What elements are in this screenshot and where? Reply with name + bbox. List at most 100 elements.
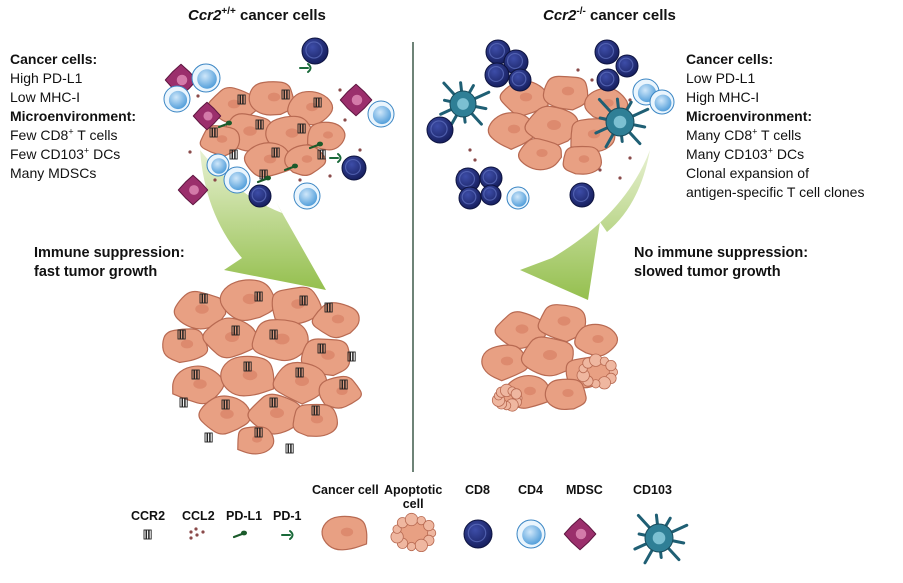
cd8-t-cell <box>426 116 454 144</box>
cancer-cell <box>321 515 368 551</box>
cancer-cell <box>542 75 589 111</box>
left-outcome-line-2: fast tumor growth <box>34 264 158 280</box>
ccr2-receptor <box>204 432 213 443</box>
mdsc-cell <box>339 83 373 117</box>
cd4-t-cell <box>163 85 191 113</box>
pd-l1-ligand <box>232 530 247 539</box>
apoptotic-cell <box>576 353 619 390</box>
apoptotic-cell <box>491 383 523 412</box>
cancer-cell <box>199 125 241 157</box>
ccl2-chemokine <box>328 174 332 178</box>
ccl2-chemokine <box>618 176 622 180</box>
left-large-tumor <box>162 279 362 455</box>
cd8-t-cell <box>508 68 532 92</box>
left-phenotype-line-6: Many MDSCs <box>10 165 97 181</box>
cancer-cell <box>247 393 304 435</box>
cancer-cell <box>198 395 252 435</box>
right-tumor-cluster <box>426 39 675 210</box>
ccr2-receptor <box>339 379 348 390</box>
cd4-t-cell <box>506 186 530 210</box>
ccr2-receptor <box>143 529 152 540</box>
cancer-cell <box>520 336 574 377</box>
cancer-cell <box>537 304 587 343</box>
right-outcome: No immune suppression: slowed tumor grow… <box>634 244 808 282</box>
left-phenotype-line-1: High PD-L1 <box>10 70 83 86</box>
ccl2-chemokine <box>195 533 199 537</box>
ccr2-receptor <box>254 427 263 438</box>
apoptotic-cell <box>390 512 437 553</box>
left-phenotype-line-4: Few CD8+ T cells <box>10 126 118 143</box>
cancer-cell <box>202 317 258 359</box>
cd8-t-cell <box>341 155 367 181</box>
ccl2-chemokine <box>194 527 198 531</box>
cd8-t-cell <box>569 182 595 208</box>
ccr2-receptor <box>271 147 280 158</box>
cancer-cell <box>292 403 339 437</box>
cancer-cell <box>172 365 225 405</box>
ccl2-chemokine <box>590 78 594 82</box>
legend-label-ccr2: CCR2 <box>131 509 166 523</box>
cancer-cell <box>284 144 327 177</box>
cd4-t-cell <box>206 153 230 177</box>
ccr2-receptor <box>231 325 240 336</box>
cd103-dendritic-cell <box>594 97 650 149</box>
cd4-t-cell <box>191 63 221 93</box>
cancer-cell <box>271 286 322 325</box>
mdsc-cell <box>177 174 209 206</box>
left-outcome-line-1: Immune suppression: <box>34 245 185 261</box>
cd103-dendritic-cell <box>633 513 689 565</box>
ccr2-receptor <box>221 399 230 410</box>
cd103-dendritic-cell <box>439 81 491 129</box>
left-phenotype-line-2: Low MHC-I <box>10 89 81 105</box>
cd8-t-cell <box>248 184 272 208</box>
ccr2-receptor <box>313 97 322 108</box>
ccr2-receptor <box>199 293 208 304</box>
cancer-cell <box>570 118 616 153</box>
right-small-tumor <box>481 304 619 412</box>
ccl2-chemokine <box>338 88 342 92</box>
right-growth-arrow <box>520 150 650 300</box>
right-phenotype-line-6: Clonal expansion of <box>686 165 809 181</box>
cd4-t-cell <box>293 182 321 210</box>
cancer-cell <box>306 121 346 151</box>
legend-label-pd1: PD-1 <box>273 509 302 523</box>
cd8-t-cell <box>480 184 502 206</box>
ccr2-receptor <box>269 397 278 408</box>
ccl2-chemokine <box>343 118 347 122</box>
cd4-t-cell <box>367 100 395 128</box>
ccr2-receptor <box>179 397 188 408</box>
right-phenotype-line-0: Cancer cells: <box>686 51 774 67</box>
cd4-t-cell <box>223 166 251 194</box>
pd-1-receptor <box>299 63 312 73</box>
cancer-cell <box>481 344 529 382</box>
ccr2-receptor <box>255 119 264 130</box>
right-outcome-line-1: No immune suppression: <box>634 245 809 261</box>
ccl2-chemokine <box>468 148 472 152</box>
ccr2-receptor <box>299 295 308 306</box>
ccl2-chemokine <box>628 156 632 160</box>
cancer-cell <box>162 328 209 364</box>
ccr2-receptor <box>209 127 218 138</box>
cd8-t-cell <box>301 37 329 65</box>
cancer-cell <box>494 311 546 350</box>
right-phenotype-line-5: Many CD103+ DCs <box>686 145 805 162</box>
ccl2-chemokine <box>213 178 217 182</box>
cd4-t-cell <box>649 89 675 115</box>
cd4-t-cell <box>516 519 546 549</box>
ccr2-receptor <box>317 149 326 160</box>
legend-label-mdsc: MDSC <box>566 483 603 497</box>
pd-l1-ligand <box>308 141 323 150</box>
ccr2-receptor <box>317 343 326 354</box>
ccr2-receptor <box>229 149 238 160</box>
ccr2-receptor <box>295 367 304 378</box>
right-phenotype-line-7: antigen-specific T cell clones <box>686 184 865 200</box>
right-outcome-line-2: slowed tumor growth <box>634 264 781 280</box>
ccl2-chemokine <box>358 148 362 152</box>
pd-l1-ligand <box>256 175 271 184</box>
right-phenotype-line-3: Microenvironment: <box>686 108 813 124</box>
legend <box>143 512 689 565</box>
left-phenotype-line-3: Microenvironment: <box>10 108 137 124</box>
left-phenotype-line-0: Cancer cells: <box>10 51 98 67</box>
